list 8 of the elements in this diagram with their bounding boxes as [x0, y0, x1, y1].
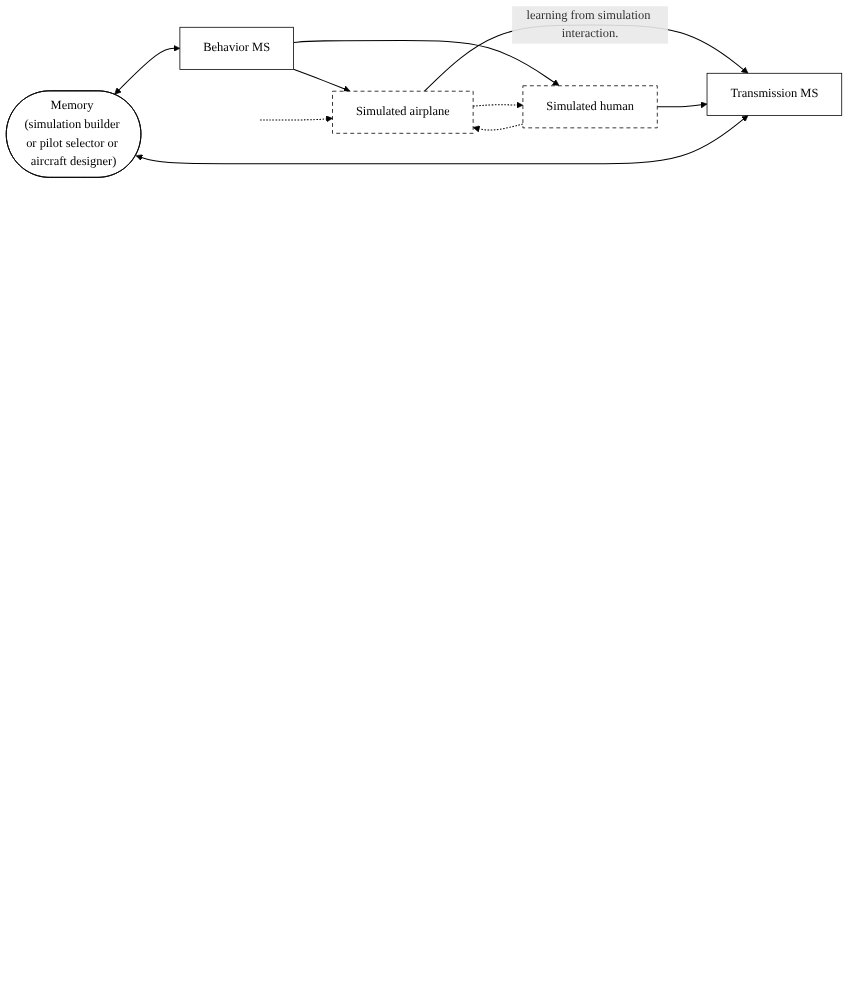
arrow	[293, 68, 351, 93]
arrow	[472, 123, 524, 133]
arrow	[135, 115, 749, 165]
arrow	[656, 101, 708, 109]
arrow	[472, 101, 524, 109]
arrow	[293, 40, 560, 87]
arrow	[114, 44, 181, 95]
arrow	[259, 115, 333, 123]
